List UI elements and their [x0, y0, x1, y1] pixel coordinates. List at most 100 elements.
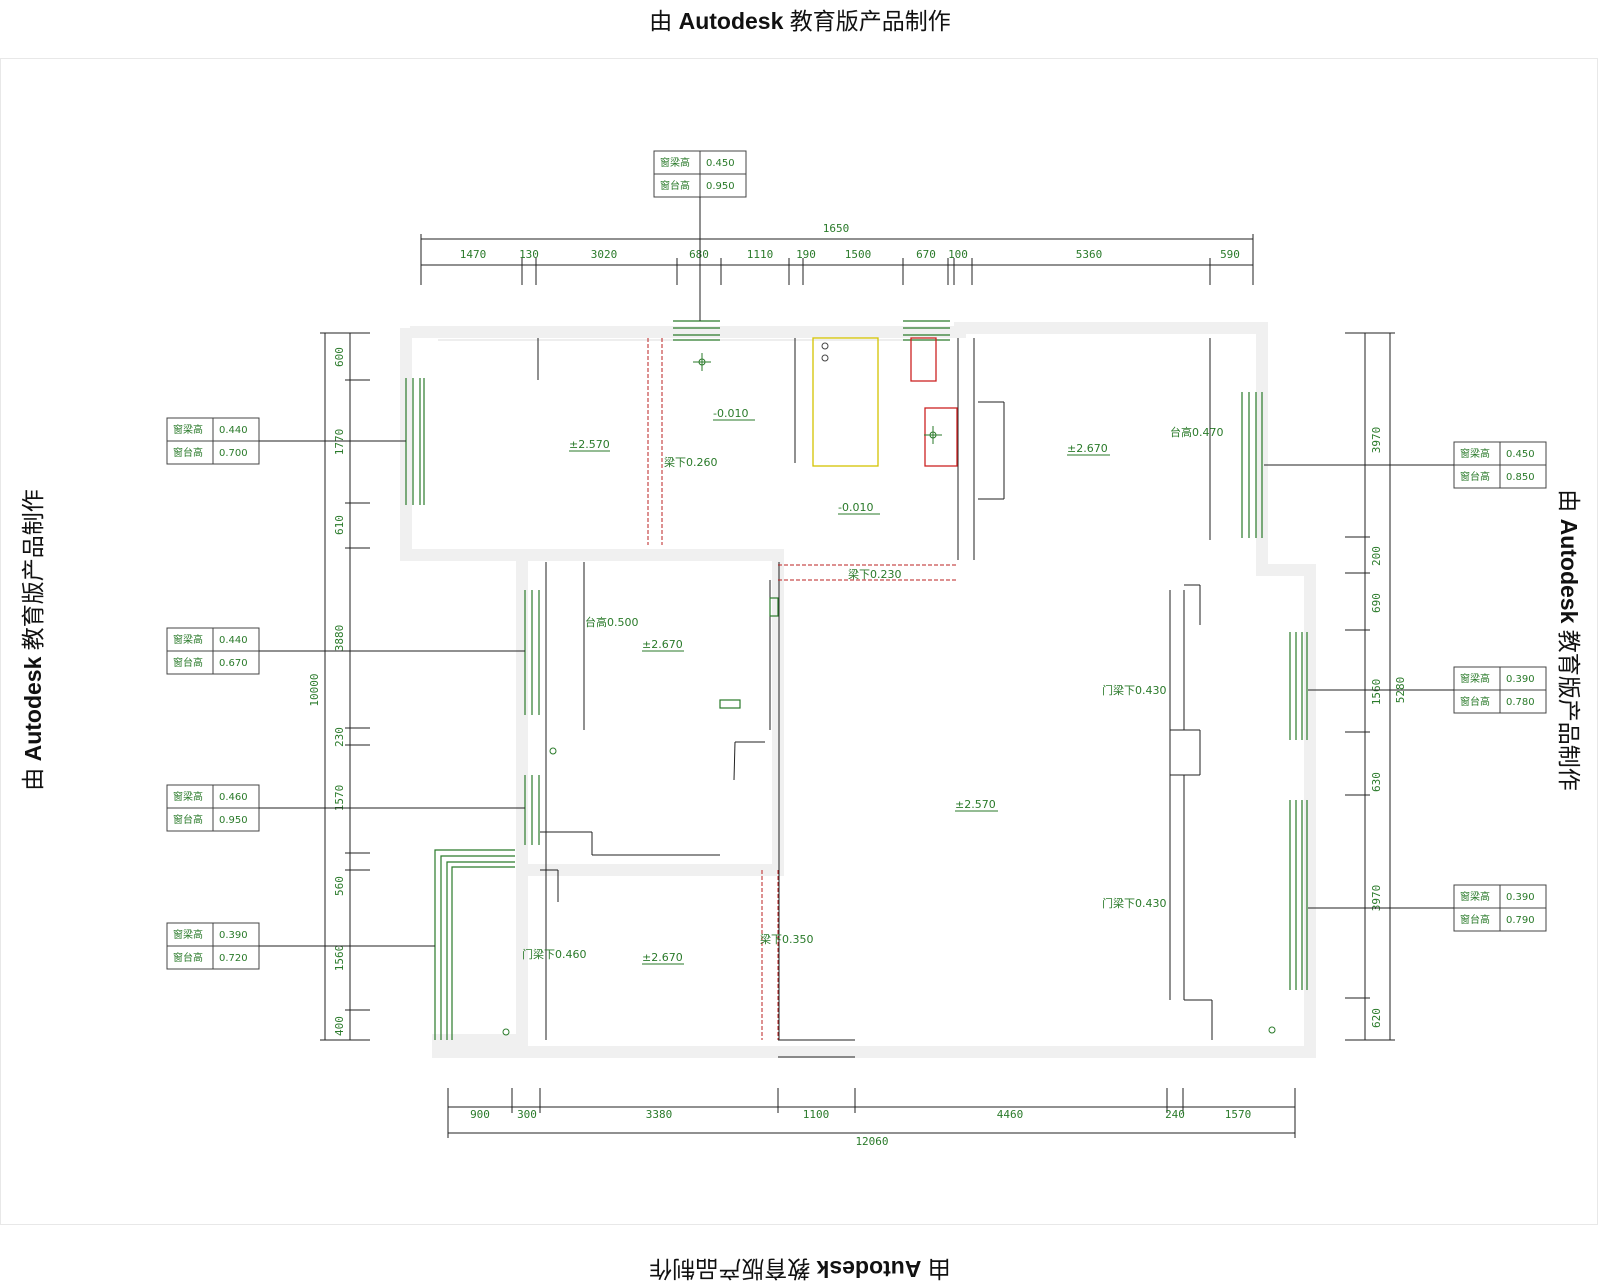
dim-top-seg: 670 — [916, 248, 936, 261]
svg-text:0.950: 0.950 — [706, 181, 735, 192]
svg-text:±2.570: ±2.570 — [569, 438, 610, 451]
windows — [405, 320, 1308, 1040]
right-dimension-ticks — [1345, 536, 1370, 999]
svg-text:±2.670: ±2.670 — [642, 638, 683, 651]
svg-text:窗台高: 窗台高 — [1460, 470, 1490, 483]
dim-bottom-seg: 900 — [470, 1108, 490, 1121]
dim-left-seg: 230 — [333, 727, 346, 747]
dimension-texts: 1650 1470 130 3020 680 1110 190 1500 670… — [308, 222, 1407, 1148]
top-dimension-ticks — [521, 258, 1211, 285]
door-label: 门梁下0.430 — [1102, 683, 1167, 697]
level-tag: 窗梁高 0.390 窗台高 0.790 — [1308, 884, 1547, 932]
svg-text:窗梁高: 窗梁高 — [1460, 447, 1490, 460]
dim-top-total: 1650 — [823, 222, 850, 235]
svg-text:0.460: 0.460 — [219, 792, 248, 803]
elev-mark: -0.010 — [713, 407, 755, 421]
beam-lines — [647, 338, 958, 1040]
beam-label: 梁下0.230 — [848, 567, 902, 581]
elev-mark: -0.010 — [838, 501, 880, 515]
elev-mark: ±2.670 — [1067, 442, 1110, 456]
svg-text:±2.670: ±2.670 — [1067, 442, 1108, 455]
level-tag: 窗梁高 0.440 窗台高 0.700 — [166, 417, 406, 465]
beam-label: 梁下0.350 — [760, 932, 814, 946]
svg-text:窗台高: 窗台高 — [1460, 695, 1490, 708]
svg-text:0.790: 0.790 — [1506, 915, 1535, 926]
watermark-brand: Autodesk — [678, 8, 784, 34]
level-tag: 窗梁高 0.450 窗台高 0.850 — [1264, 441, 1547, 489]
left-dimension-ticks — [345, 379, 370, 1011]
dim-top-seg: 590 — [1220, 248, 1240, 261]
svg-text:窗台高: 窗台高 — [173, 446, 203, 459]
svg-text:0.780: 0.780 — [1506, 697, 1535, 708]
dim-right-seg: 620 — [1370, 1008, 1383, 1028]
svg-text:±2.570: ±2.570 — [955, 798, 996, 811]
svg-text:窗台高: 窗台高 — [660, 179, 690, 192]
bottom-dimension-ticks — [511, 1088, 1184, 1113]
dim-left-seg: 1570 — [333, 785, 346, 812]
right-dim-texts: 3970 200 690 1560 630 3970 620 5280 — [1370, 427, 1407, 1028]
beam-label: 梁下0.260 — [664, 455, 718, 469]
svg-text:0.700: 0.700 — [219, 448, 248, 459]
elev-mark: ±2.570 — [955, 798, 998, 812]
red-fixture-top — [910, 337, 937, 382]
dim-left-seg: 1770 — [333, 429, 346, 456]
svg-text:0.450: 0.450 — [1506, 449, 1535, 460]
svg-text:0.390: 0.390 — [219, 930, 248, 941]
window-top-a — [673, 320, 720, 341]
window-left-2 — [524, 590, 540, 715]
dim-left-seg: 400 — [333, 1016, 346, 1036]
dim-bottom-total: 12060 — [855, 1135, 888, 1148]
svg-text:窗梁高: 窗梁高 — [1460, 672, 1490, 685]
door-label: 门梁下0.430 — [1102, 896, 1167, 910]
dim-top-seg: 100 — [948, 248, 968, 261]
svg-text:窗台高: 窗台高 — [173, 656, 203, 669]
svg-text:0.670: 0.670 — [219, 658, 248, 669]
sill-label: 台高0.500 — [585, 615, 639, 629]
elevation-labels: ±2.570 -0.010 梁下0.260 -0.010 梁下0.230 ±2.… — [522, 407, 1224, 965]
small-window-mark — [769, 597, 779, 617]
left-dim-texts: 600 1770 610 3880 230 1570 560 1560 400 … — [308, 347, 346, 1036]
dim-top-seg: 130 — [519, 248, 539, 261]
dim-bottom-seg: 1100 — [803, 1108, 830, 1121]
window-left-3 — [524, 775, 540, 845]
svg-text:0.850: 0.850 — [1506, 472, 1535, 483]
dim-right-seg: 1560 — [1370, 679, 1383, 706]
watermark-prefix: 由 — [649, 8, 673, 34]
window-left-1 — [405, 378, 425, 505]
small-window-mark — [719, 699, 741, 709]
level-tags: 窗梁高 0.450 窗台高 0.950 窗梁高 0.440 窗台高 0.700 … — [166, 150, 1547, 970]
sill-label: 台高0.470 — [1170, 425, 1224, 439]
dim-bottom-seg: 3380 — [646, 1108, 673, 1121]
svg-text:窗台高: 窗台高 — [173, 813, 203, 826]
drawing-sheet — [0, 58, 1598, 1225]
svg-text:0.450: 0.450 — [706, 158, 735, 169]
svg-text:窗台高: 窗台高 — [1460, 913, 1490, 926]
svg-text:0.950: 0.950 — [219, 815, 248, 826]
fixtures — [502, 337, 1276, 1036]
window-top-b — [903, 320, 950, 341]
dim-top-seg: 1500 — [845, 248, 872, 261]
level-tag: 窗梁高 0.450 窗台高 0.950 — [653, 150, 747, 321]
window-corner — [434, 849, 515, 1040]
dim-right-seg: 690 — [1370, 593, 1383, 613]
level-tag: 窗梁高 0.460 窗台高 0.950 — [166, 784, 525, 832]
dim-top-seg: 190 — [796, 248, 816, 261]
svg-text:-0.010: -0.010 — [713, 407, 748, 420]
dimension-lines — [320, 234, 1395, 1138]
watermark-suffix: 教育版产品制作 — [789, 8, 951, 34]
dim-left-seg: 3880 — [333, 625, 346, 652]
svg-text:0.440: 0.440 — [219, 635, 248, 646]
dim-left-seg: 610 — [333, 515, 346, 535]
dim-right-seg: 3970 — [1370, 885, 1383, 912]
dim-top-seg: 3020 — [591, 248, 618, 261]
dim-right-seg: 200 — [1370, 546, 1383, 566]
svg-text:窗梁高: 窗梁高 — [173, 790, 203, 803]
svg-text:-0.010: -0.010 — [838, 501, 873, 514]
svg-text:±2.670: ±2.670 — [642, 951, 683, 964]
watermark-top: 由 Autodesk 教育版产品制作 — [0, 2, 1600, 36]
dim-bottom-seg: 240 — [1165, 1108, 1185, 1121]
dim-left-seg: 600 — [333, 347, 346, 367]
yellow-fixture — [812, 337, 879, 467]
svg-text:窗梁高: 窗梁高 — [173, 633, 203, 646]
